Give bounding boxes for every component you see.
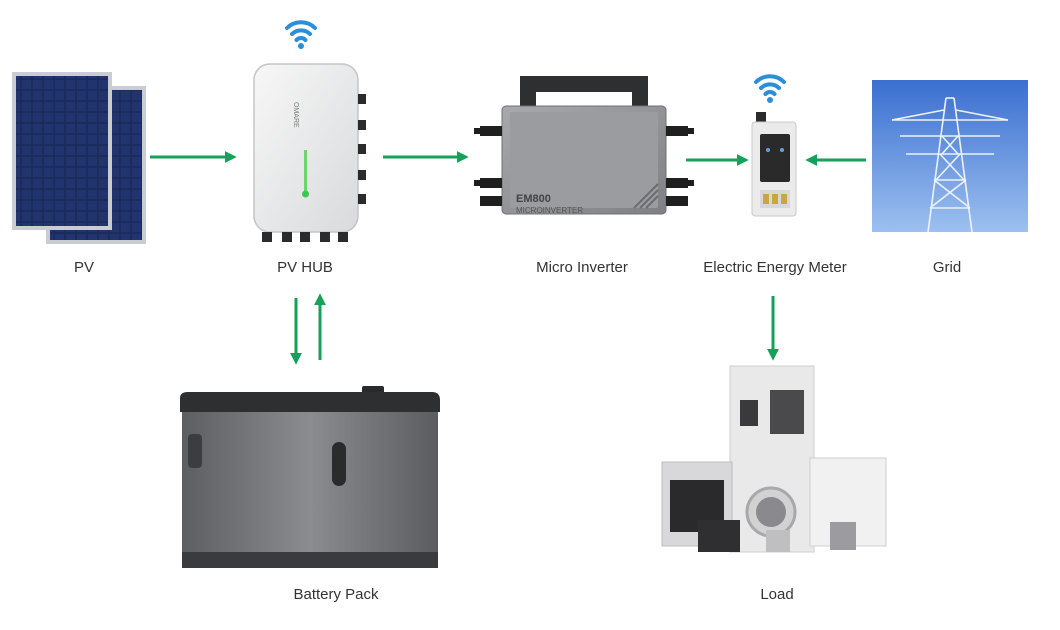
battery-pack-icon (176, 380, 446, 570)
energy-meter-icon (750, 108, 800, 220)
load-label: Load (760, 586, 794, 603)
micro-inverter-icon: EM800 MICROINVERTER (474, 74, 696, 224)
battery-pack-label: Battery Pack (293, 586, 379, 603)
inverter-type-text: MICROINVERTER (516, 206, 583, 215)
wifi-icon (753, 68, 787, 106)
inverter-model-text: EM800 (516, 193, 551, 205)
energy-meter-label: Electric Energy Meter (703, 259, 847, 276)
hub-brand-text: OMARE (292, 102, 299, 128)
power-tower-icon (872, 80, 1028, 232)
solar-panel-icon (10, 68, 150, 248)
pv-hub-icon: OMARE (248, 60, 378, 250)
micro-inverter-label: Micro Inverter (536, 259, 628, 276)
appliances-icon (660, 362, 890, 557)
wifi-icon (284, 14, 318, 52)
pv-hub-label: PV HUB (277, 259, 333, 276)
pv-label: PV (73, 259, 95, 276)
grid-label: Grid (932, 259, 962, 276)
